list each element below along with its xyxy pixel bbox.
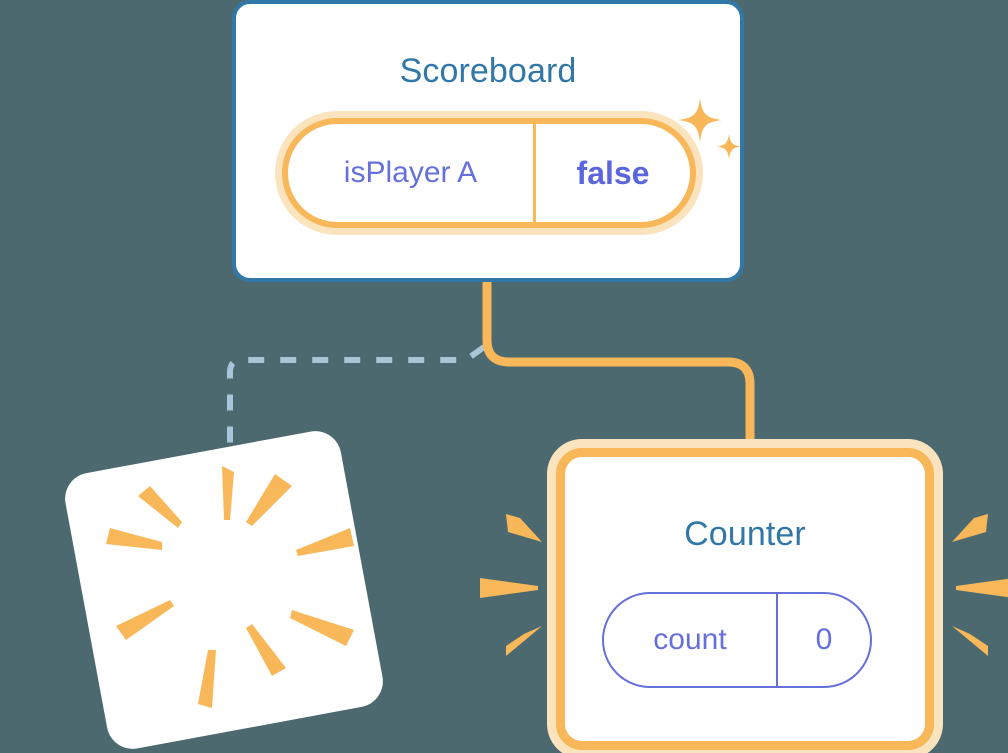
connector-scoreboard-to-blank-card <box>227 344 486 492</box>
scoreboard-title: Scoreboard <box>399 52 577 90</box>
counter-state-pill[interactable]: count 0 <box>602 592 872 688</box>
scoreboard-state-key: isPlayer A <box>288 124 536 222</box>
blank-card[interactable] <box>60 426 388 753</box>
counter-title: Counter <box>684 515 806 553</box>
counter-card[interactable]: Counter count 0 <box>556 448 934 750</box>
counter-state-key: count <box>604 594 778 686</box>
scoreboard-state-pill[interactable]: isPlayer A false <box>282 118 696 228</box>
counter-state-value: 0 <box>815 623 833 656</box>
connector-scoreboard-to-counter <box>482 282 755 452</box>
scoreboard-card[interactable]: Scoreboard isPlayer A false <box>232 0 744 282</box>
scoreboard-state-value: false <box>576 154 650 191</box>
